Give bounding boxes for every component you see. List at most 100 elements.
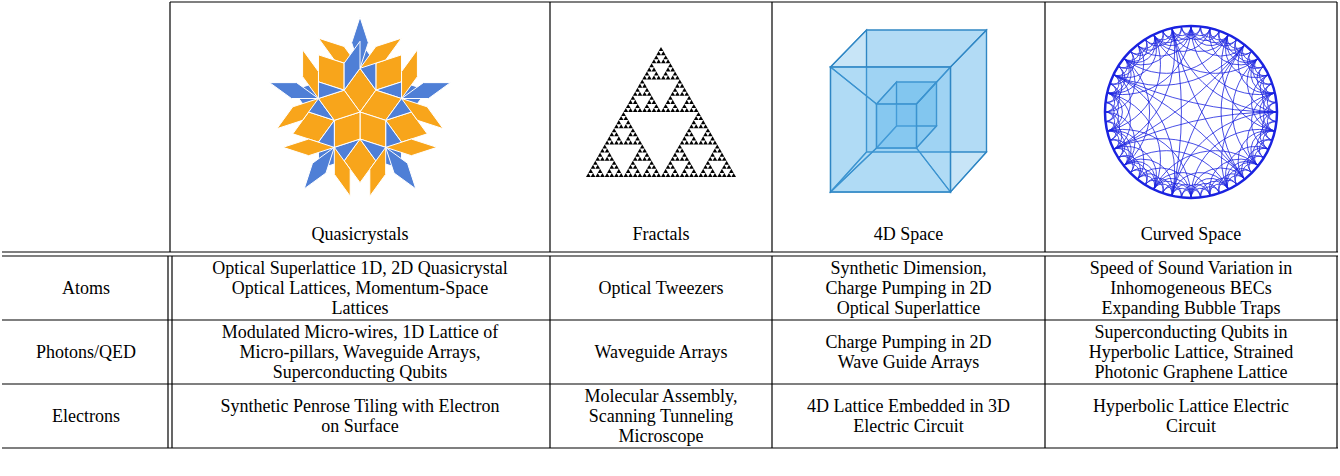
fractal-triangle — [694, 124, 699, 128]
fractal-triangle — [684, 165, 689, 169]
fractal-triangle — [638, 140, 643, 144]
fractal-triangle — [621, 112, 626, 116]
fractal-triangle — [647, 157, 652, 161]
fractal-triangle — [652, 67, 657, 71]
table-rule — [167, 256, 168, 448]
fractal-triangle — [649, 161, 654, 165]
fractal-triangle — [673, 169, 678, 173]
column-header: Curved Space — [1051, 224, 1331, 244]
fractal-triangle — [731, 173, 736, 177]
fractal-triangle — [675, 149, 680, 153]
fractal-triangle — [708, 173, 713, 177]
geodesic-arc — [1114, 75, 1245, 180]
fractal-triangle — [631, 128, 636, 132]
fractal-triangle — [609, 140, 614, 144]
table-cell: Hyperbolic Lattice Electric Circuit — [1086, 396, 1296, 436]
fractal-triangle — [626, 104, 631, 108]
geodesic-arc — [1107, 130, 1144, 179]
fractal-triangle — [609, 157, 614, 161]
fractal-triangle — [708, 140, 713, 144]
fractal-triangle — [600, 149, 605, 153]
fractal-triangle — [647, 67, 652, 71]
fractal-triangle — [703, 124, 708, 128]
fractal-triangle — [670, 157, 675, 161]
geodesic-arc — [1209, 28, 1258, 65]
fractal-triangle — [635, 169, 640, 173]
geodesic-arc — [1268, 102, 1277, 121]
fractal-triangle — [647, 75, 652, 79]
fractal-triangle — [663, 169, 668, 173]
fractal-triangle — [670, 75, 675, 79]
fractal-triangle — [684, 157, 689, 161]
fractal-triangle — [642, 92, 647, 96]
fractal-triangle — [680, 84, 685, 88]
fractal-triangle — [708, 165, 713, 169]
fractal-triangle — [727, 173, 732, 177]
table-rule — [171, 256, 172, 448]
fractal-triangle — [633, 100, 638, 104]
fractal-triangle — [670, 100, 675, 104]
fractal-triangle — [684, 108, 689, 112]
fractal-triangle — [635, 136, 640, 140]
fractal-triangle — [699, 173, 704, 177]
table-rule — [2, 251, 1338, 252]
geodesic-arc — [1232, 58, 1258, 165]
fractal-triangle — [675, 108, 680, 112]
fractal-triangle — [652, 165, 657, 169]
fractal-triangle — [694, 140, 699, 144]
fractal-triangle — [605, 140, 610, 144]
fractal-triangle — [647, 100, 652, 104]
fractal-triangle — [666, 59, 671, 63]
table-rule — [771, 256, 772, 448]
table-rule — [170, 1, 1337, 2]
fractal-triangle — [612, 128, 617, 132]
fractal-triangle — [595, 173, 600, 177]
fractal-triangle — [631, 161, 636, 165]
fractal-triangle — [682, 88, 687, 92]
fractal-triangle — [694, 108, 699, 112]
fractal-triangle — [659, 47, 664, 51]
fractal-triangle — [701, 169, 706, 173]
fractal-triangle — [666, 108, 671, 112]
fractal-triangle — [710, 169, 715, 173]
fractal-triangle — [708, 132, 713, 136]
fractal-triangle — [684, 132, 689, 136]
row-header: Photons/QED — [11, 342, 161, 362]
fractal-triangle — [628, 124, 633, 128]
fractal-triangle — [713, 173, 718, 177]
fractal-triangle — [626, 169, 631, 173]
thin-rhombus — [277, 99, 319, 129]
fractal-triangle — [668, 63, 673, 67]
fractal-triangle — [675, 157, 680, 161]
fractal-triangle — [680, 173, 685, 177]
fractal-triangle — [687, 128, 692, 132]
column-header: Quasicrystals — [176, 224, 544, 244]
fractal-triangle — [677, 144, 682, 148]
fractal-triangle — [691, 120, 696, 124]
table-cell: 4D Lattice Embedded in 3D Electric Circu… — [806, 396, 1011, 436]
fractal-triangle — [668, 96, 673, 100]
fractal-triangle — [642, 84, 647, 88]
fractal-triangle — [720, 169, 725, 173]
fractal-triangle — [614, 124, 619, 128]
fractal-triangle — [694, 173, 699, 177]
fractal-triangle — [715, 144, 720, 148]
cube-face — [831, 67, 951, 192]
fractal-triangle — [626, 120, 631, 124]
table-cell: Synthetic Dimension, Charge Pumping in 2… — [806, 258, 1011, 318]
table-rule — [549, 2, 550, 252]
column-header: 4D Space — [778, 224, 1039, 244]
fractal-triangle — [661, 75, 666, 79]
fractal-triangle — [605, 173, 610, 177]
fractal-triangle — [628, 100, 633, 104]
geodesic-arc — [1225, 146, 1268, 189]
table-rule — [2, 319, 1338, 320]
geodesic-arc — [1114, 45, 1245, 150]
geodesic-arc — [1118, 156, 1140, 180]
geodesic-arc — [1241, 156, 1263, 180]
fractal-triangle — [645, 71, 650, 75]
table-rule — [2, 383, 1338, 384]
fractal-triangle — [633, 157, 638, 161]
fractal-triangle — [682, 153, 687, 157]
